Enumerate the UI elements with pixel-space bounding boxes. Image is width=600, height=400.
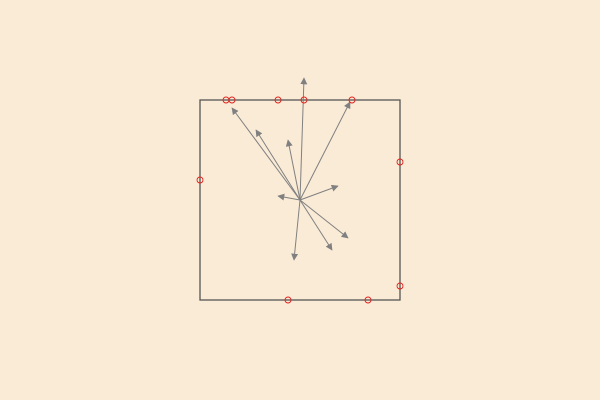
boundary-marker-2	[228, 96, 236, 104]
ray-arrow-6	[299, 184, 339, 201]
ray-arrow-5	[285, 139, 301, 201]
ray-arrow-3	[231, 107, 301, 201]
ray-arrow-10	[291, 199, 301, 261]
ray-arrow-9	[299, 199, 333, 251]
boundary-marker-4	[300, 96, 308, 104]
boundary-square	[199, 99, 401, 301]
ray-arrow-1	[299, 77, 308, 201]
ray-arrow-8	[299, 199, 349, 239]
boundary-marker-6	[396, 158, 404, 166]
boundary-marker-5	[348, 96, 356, 104]
boundary-marker-9	[284, 296, 292, 304]
boundary-marker-8	[396, 282, 404, 290]
ray-arrow-4	[255, 129, 301, 201]
boundary-marker-3	[274, 96, 282, 104]
ray-arrow-2	[299, 101, 351, 201]
ray-arrow-7	[277, 193, 301, 201]
boundary-marker-10	[364, 296, 372, 304]
boundary-marker-7	[196, 176, 204, 184]
